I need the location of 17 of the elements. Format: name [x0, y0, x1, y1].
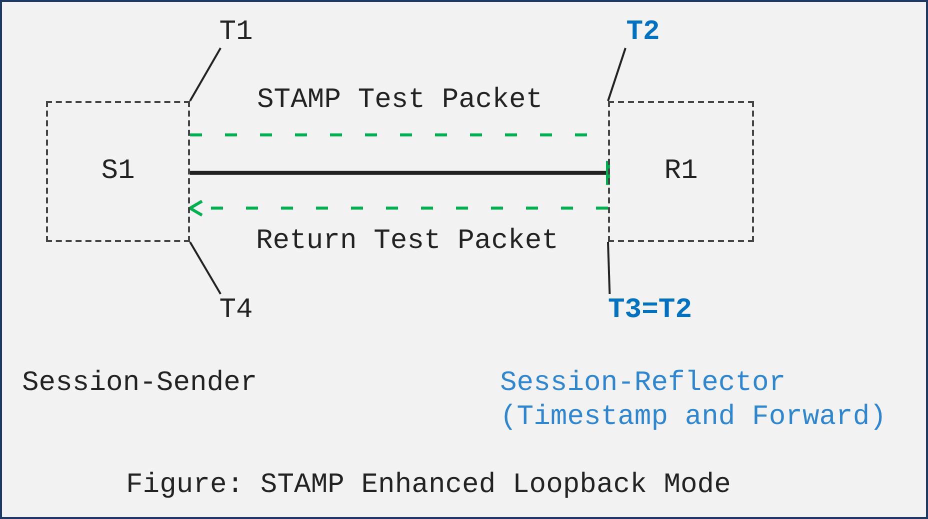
sender-box: [46, 101, 190, 242]
leader-line: [189, 242, 222, 294]
reflector-box: [608, 101, 754, 242]
leader-line: [607, 48, 626, 102]
packet-line: [190, 158, 610, 187]
node-label: R1: [664, 156, 698, 187]
leader-line: [189, 48, 222, 102]
packet-arrow: [188, 200, 608, 217]
node-label: S1: [101, 156, 135, 187]
role-label: Session-Reflector (Timestamp and Forward): [500, 367, 888, 435]
leader-line: [607, 242, 611, 294]
timestamp-label: T3=T2: [602, 294, 698, 326]
role-label: Session-Sender: [22, 367, 258, 401]
timestamp-label: T1: [214, 16, 258, 48]
timestamp-label: T2: [618, 16, 668, 48]
figure-caption: Figure: STAMP Enhanced Loopback Mode: [126, 469, 731, 503]
timestamp-label: T4: [214, 294, 258, 326]
